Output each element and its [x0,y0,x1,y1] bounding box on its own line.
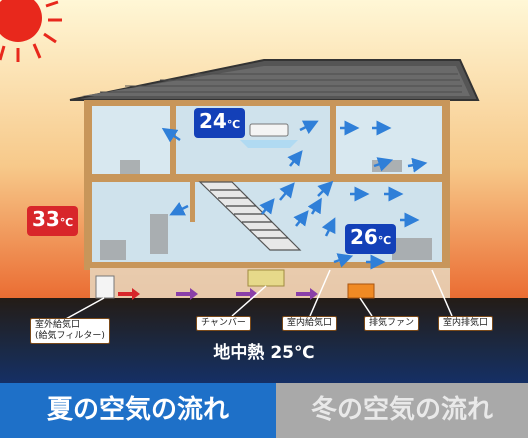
geothermal-label: 地中熱 25℃ [213,343,315,363]
upper-floor-temp-value: 24 [199,109,227,133]
air-conditioner-icon [240,123,298,148]
indoor-exhaust-label: 室内排気口 [438,316,494,331]
lower-floor-temp-value: 26 [350,225,378,249]
exhaust-fan-box [347,283,375,299]
staircase [198,181,302,251]
outdoor-temp-value: 33 [32,207,60,231]
lower-floor-temp-unit: ℃ [377,234,392,247]
exhaust-fan-label: 排気ファン [364,316,420,331]
outdoor-inlet-subtitle: (給気フィルター) [35,331,105,341]
outdoor-temp-badge: 33℃ [27,206,79,236]
upper-floor-temp-badge: 24℃ [194,108,246,138]
outdoor-inlet-label: 室外給気口 (給気フィルター) [30,318,110,344]
upper-floor-temp-unit: ℃ [226,118,241,131]
duct-flow-arrows [118,288,318,300]
leader-lines [63,269,453,321]
chamber-label: チャンバー [196,316,251,331]
tab-summer-airflow[interactable]: 夏の空気の流れ [0,383,276,438]
air-flow-arrow-icon [161,120,428,270]
outdoor-temp-unit: ℃ [59,216,74,229]
lower-floor-temp-badge: 26℃ [345,224,397,254]
indoor-supply-label: 室内給気口 [282,316,338,331]
tab-winter-airflow[interactable]: 冬の空気の流れ [276,383,528,438]
sun-icon [0,0,62,62]
outdoor-inlet-box [95,275,115,299]
outdoor-inlet-title: 室外給気口 [35,320,81,330]
chamber-box [247,269,285,287]
